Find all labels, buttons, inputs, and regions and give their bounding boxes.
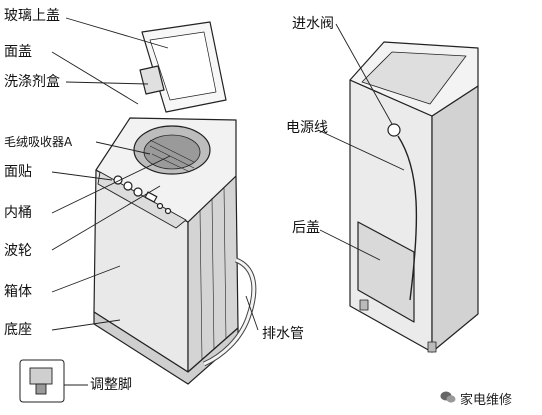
label-lint-filter: 毛绒吸收器A xyxy=(4,135,73,149)
rear-cabinet-side xyxy=(431,85,479,353)
rear-cabinet-face xyxy=(349,79,433,353)
label-detergent-box: 洗涤剂盒 xyxy=(4,74,60,90)
label-adjustable-foot: 调整脚 xyxy=(90,377,132,393)
glass-lid-pane xyxy=(149,31,217,101)
button-1 xyxy=(156,202,164,210)
display-window xyxy=(144,191,158,203)
label-pulsator: 波轮 xyxy=(4,243,32,259)
detergent-box xyxy=(139,65,165,95)
power-cord-line xyxy=(397,135,418,301)
knob-3 xyxy=(133,187,143,197)
label-inner-drum: 内桶 xyxy=(4,205,32,221)
front-view-machine xyxy=(93,21,257,385)
inner-drum-inner xyxy=(143,134,201,170)
wechat-icon xyxy=(440,391,456,403)
label-cabinet: 箱体 xyxy=(4,284,32,300)
label-drain-hose: 排水管 xyxy=(262,326,304,342)
rear-top-panel xyxy=(361,51,467,105)
watermark-text: 家电维修 xyxy=(460,393,513,408)
label-rear-cover: 后盖 xyxy=(292,220,320,236)
control-panel xyxy=(97,171,187,229)
knob-2 xyxy=(123,181,133,191)
leader-lines xyxy=(51,17,405,386)
label-base: 底座 xyxy=(4,322,32,338)
adjustable-foot-inset xyxy=(19,359,65,403)
rear-view-machine xyxy=(349,41,479,353)
rear-cover-panel xyxy=(357,221,415,323)
label-top-cover: 面盖 xyxy=(4,44,32,60)
label-glass-lid: 玻璃上盖 xyxy=(4,8,60,24)
label-front-panel: 面贴 xyxy=(4,164,32,180)
label-power-cord: 电源线 xyxy=(286,120,328,136)
button-2 xyxy=(164,207,172,215)
label-inlet-valve: 进水阀 xyxy=(292,16,334,32)
inlet-valve-fitting xyxy=(387,123,401,137)
